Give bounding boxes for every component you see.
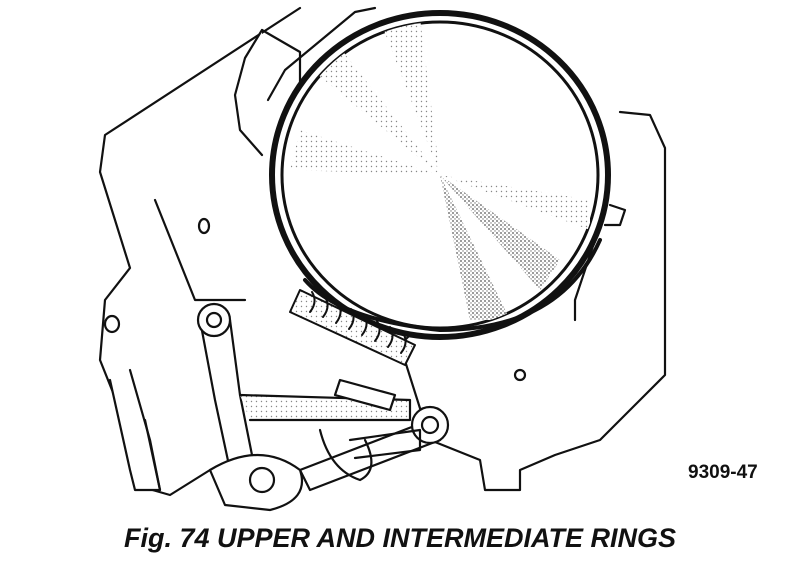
piston-icon	[269, 10, 611, 340]
spring-icon	[289, 289, 416, 366]
figure-caption: Fig. 74 UPPER AND INTERMEDIATE RINGS	[123, 523, 677, 553]
piston-ring-icon	[303, 238, 602, 332]
tool-linkage	[108, 302, 450, 512]
figure-reference-number: 9309-47	[688, 462, 758, 483]
